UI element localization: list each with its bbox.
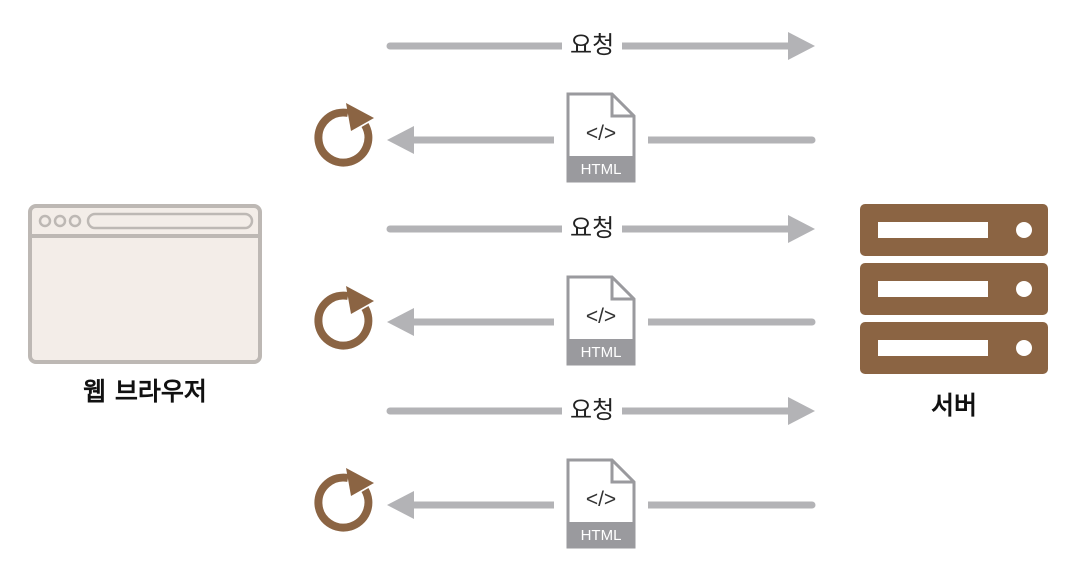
- html-document-icon: </> HTML: [554, 273, 648, 369]
- html-document-icon: </> HTML: [554, 90, 648, 186]
- html-doc-label: HTML: [581, 344, 622, 361]
- server-label: 서버: [930, 391, 977, 420]
- request-label: 요청: [562, 30, 623, 60]
- html-doc-label: HTML: [581, 527, 622, 544]
- svg-text:</>: </>: [586, 488, 616, 511]
- server: [860, 204, 1048, 376]
- browser-window-icon: [28, 204, 262, 364]
- browser-label: 웹 브라우저: [83, 377, 207, 406]
- refresh-icon: [318, 103, 374, 163]
- refresh-icon: [318, 286, 374, 346]
- html-doc-label: HTML: [581, 161, 622, 178]
- html-document-icon: </> HTML: [554, 456, 648, 552]
- server-rack-icon: [860, 204, 1048, 374]
- svg-text:</>: </>: [586, 122, 616, 145]
- request-label: 요청: [562, 395, 623, 425]
- refresh-icon: [318, 468, 374, 528]
- svg-text:</>: </>: [586, 305, 616, 328]
- web-browser: [28, 204, 262, 364]
- request-label: 요청: [562, 213, 623, 243]
